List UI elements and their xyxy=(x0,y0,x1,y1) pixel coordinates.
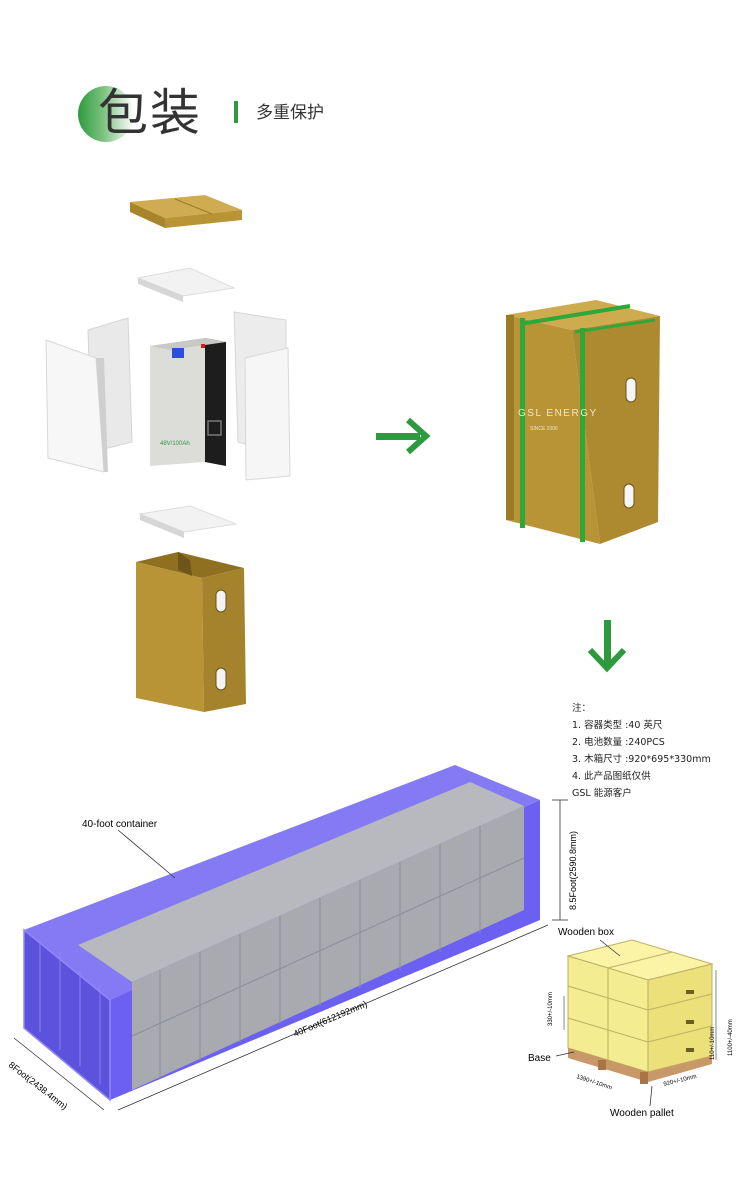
notes-line: 3. 木箱尺寸 :920*695*330mm xyxy=(572,754,711,765)
notes-line: 2. 电池数量 :240PCS xyxy=(572,737,665,748)
battery-label: 48V/100Ah xyxy=(160,441,190,447)
foam-top xyxy=(136,267,236,302)
width-dimension-label: 8Foot(2438.4mm) xyxy=(7,1060,70,1112)
wooden-box-on-pallet xyxy=(566,939,714,1084)
subtitle-accent-bar xyxy=(234,101,238,123)
notes-line: GSL 能源客户 xyxy=(572,788,632,799)
total-height-dimension: 1100+/-40mm xyxy=(728,1019,734,1056)
foam-bottom xyxy=(138,505,238,538)
closed-shipping-box: GSL ENERGY SINCE 2006 xyxy=(506,300,660,544)
page-title: 包装 xyxy=(98,84,202,142)
base-label: Base xyxy=(528,1053,551,1064)
container-loading-diagram: 40-foot container 8.5Foot(2590.8mm) 40Fo… xyxy=(7,765,734,1119)
box-base-open xyxy=(136,552,246,712)
pallet-label: Wooden pallet xyxy=(610,1108,674,1119)
header-accent-circle xyxy=(78,86,134,142)
container-label: 40-foot container xyxy=(82,819,158,830)
foam-left xyxy=(45,317,133,473)
wooden-box-label: Wooden box xyxy=(558,927,614,938)
notes-block: 注： 1. 容器类型 :40 英尺 2. 电池数量 :240PCS 3. 木箱尺… xyxy=(572,700,711,802)
battery-module: 48V/100Ah xyxy=(150,338,226,466)
box-brand-print: GSL ENERGY xyxy=(518,408,598,419)
notes-heading: 注： xyxy=(572,703,592,714)
notes-line: 4. 此产品图纸仅供 xyxy=(572,771,651,782)
height-dimension-label: 8.5Foot(2590.8mm) xyxy=(568,831,578,910)
shipping-container xyxy=(23,765,540,1102)
foam-right xyxy=(233,311,291,481)
notes-line: 1. 容器类型 :40 英尺 xyxy=(572,720,663,731)
box-lid xyxy=(130,195,242,228)
packaging-illustration: 48V/100Ah GSL ENERGY SINCE 2006 xyxy=(45,195,660,712)
box-since-print: SINCE 2006 xyxy=(530,426,558,432)
arrow-down-icon xyxy=(587,620,627,673)
pallet-length-dimension: 1390+/-10mm xyxy=(575,1074,612,1091)
box-height-dimension: 330+/-10mm xyxy=(548,992,554,1026)
pallet-height-dimension: 110+/-10mm xyxy=(710,1027,716,1060)
arrow-right-icon xyxy=(376,417,431,455)
page-subtitle: 多重保护 xyxy=(256,103,324,123)
